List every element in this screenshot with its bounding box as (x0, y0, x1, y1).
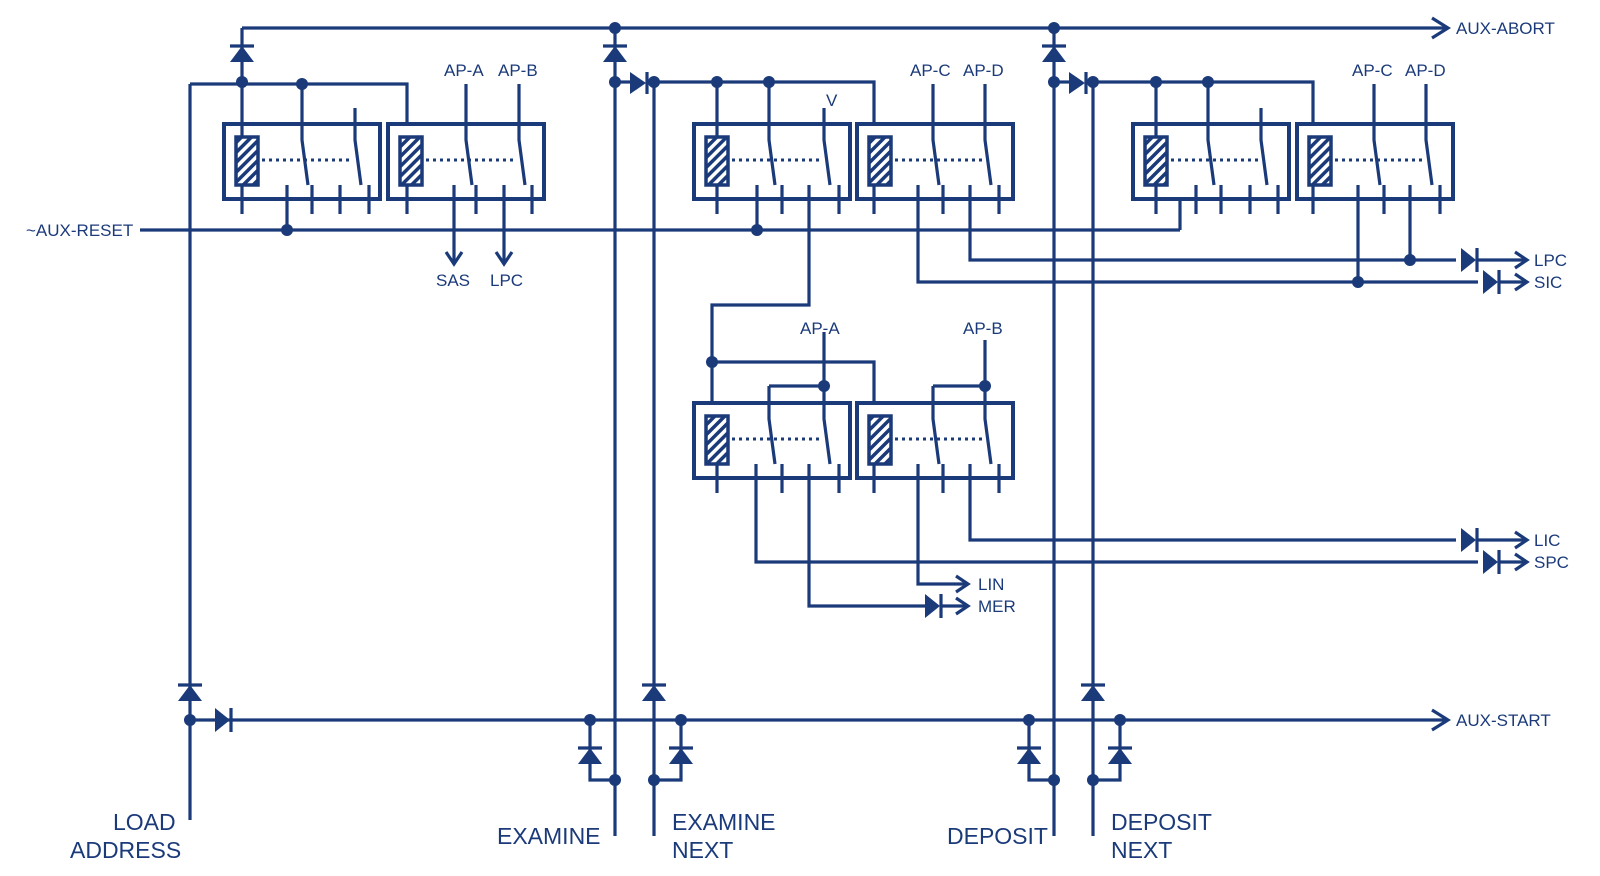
aux-abort-bus (240, 16, 1452, 50)
diode-lic-out (1461, 528, 1530, 552)
label-aux-abort: AUX-ABORT (1456, 19, 1555, 38)
relay-lower-b (855, 340, 1456, 586)
label-examine-next-line1: EXAMINE (672, 809, 776, 835)
label-r2-ap-c: AP-C (910, 61, 951, 80)
label-r2-v: V (826, 91, 838, 110)
label-examine-next-line2: NEXT (672, 837, 733, 863)
diode-deposit-start (1017, 720, 1054, 782)
label-deposit-next-line1: DEPOSIT (1111, 809, 1212, 835)
diode-abort-2 (603, 44, 627, 62)
label-load-line2: ADDRESS (70, 837, 181, 863)
diode-spc-out (1483, 550, 1530, 574)
label-r2-ap-d: AP-D (963, 61, 1004, 80)
label-r3-ap-d: AP-D (1405, 61, 1446, 80)
label-mer: MER (978, 597, 1016, 616)
diode-examine-start (578, 720, 615, 782)
junction-dots (184, 22, 1416, 786)
label-deposit: DEPOSIT (947, 823, 1048, 849)
aux-reset-bus (140, 196, 1182, 232)
label-spc: SPC (1534, 553, 1569, 572)
label-lpc-bottom: LPC (490, 271, 523, 290)
label-lpc-right: LPC (1534, 251, 1567, 270)
label-deposit-next-line2: NEXT (1111, 837, 1172, 863)
label-lic: LIC (1534, 531, 1560, 550)
relay-examine-b (855, 84, 1478, 284)
label-lin: LIN (978, 575, 1004, 594)
diode-examine-next-start (654, 720, 693, 782)
diode-load-vert (178, 683, 202, 701)
diode-lpc-out (1461, 248, 1530, 272)
label-examine: EXAMINE (497, 823, 601, 849)
label-r1-ap-b: AP-B (498, 61, 538, 80)
aux-start-bus (190, 708, 1452, 732)
label-load-line1: LOAD (113, 809, 176, 835)
diode-examine-next-vert (642, 683, 666, 701)
relay-load-a (222, 84, 382, 230)
relay-examine-a (692, 82, 852, 410)
label-r1-ap-a: AP-A (444, 61, 484, 80)
label-r4-ap-b: AP-B (963, 319, 1003, 338)
label-aux-start: AUX-START (1456, 711, 1551, 730)
relay-lower-a (692, 332, 1478, 608)
arrow-lin-out (955, 574, 971, 594)
diode-deposit-next-start (1093, 720, 1132, 782)
label-r4-ap-a: AP-A (800, 319, 840, 338)
label-aux-reset: ~AUX-RESET (26, 221, 133, 240)
diode-mer-out (925, 594, 971, 618)
relay-load-b (386, 84, 546, 267)
label-sic: SIC (1534, 273, 1562, 292)
diode-abort-3 (1042, 44, 1066, 62)
diode-abort-1 (230, 44, 254, 80)
relay-deposit-b (1295, 84, 1455, 282)
diode-sic-out (1483, 270, 1530, 294)
relay-deposit-a (1131, 82, 1291, 214)
label-sas: SAS (436, 271, 470, 290)
label-r3-ap-c: AP-C (1352, 61, 1393, 80)
diode-deposit-next-vert (1081, 683, 1105, 701)
diode-load-horz (215, 708, 233, 732)
